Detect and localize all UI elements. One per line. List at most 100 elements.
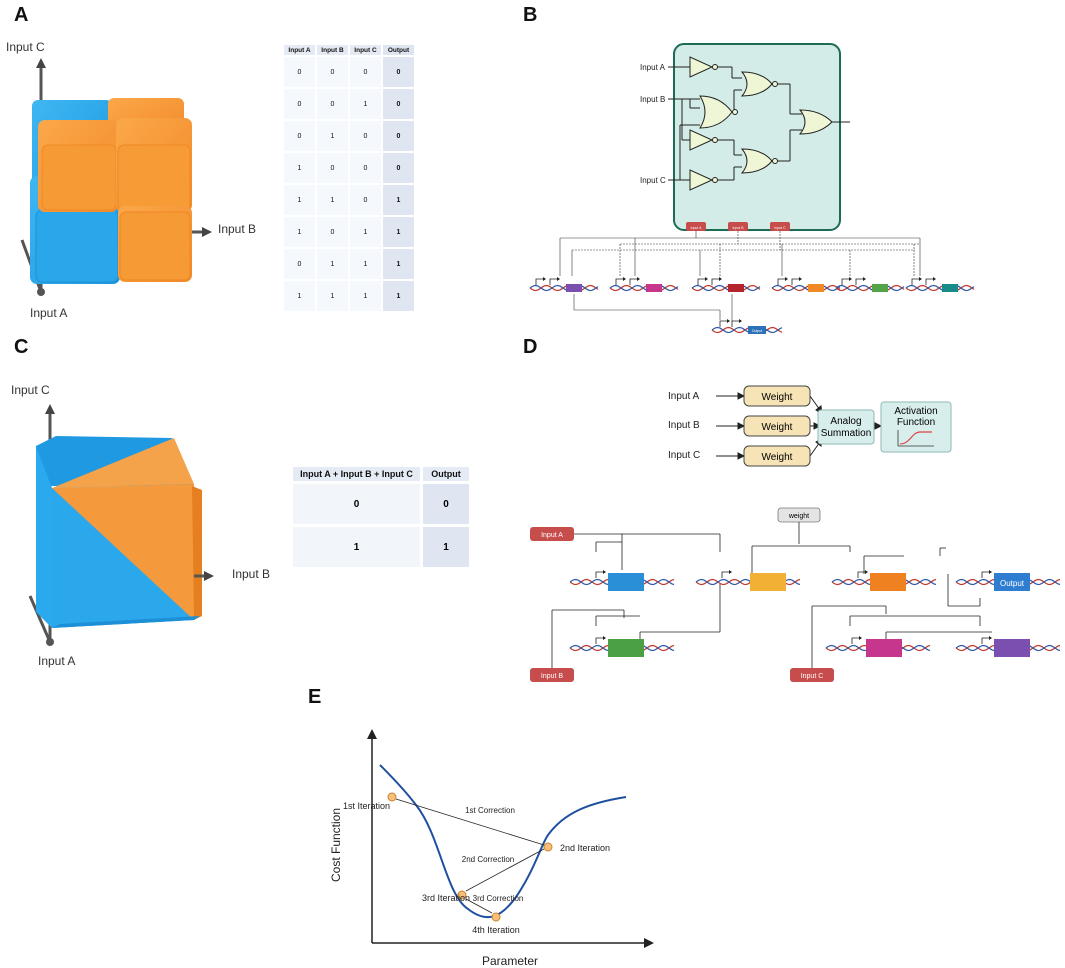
gene-block bbox=[608, 639, 644, 657]
table-cell: 1 bbox=[350, 89, 381, 119]
promoter-arrow bbox=[981, 571, 990, 578]
promoter-arrow bbox=[721, 571, 730, 578]
output-gene-label: Output bbox=[1000, 579, 1025, 588]
table-cell: 1 bbox=[383, 249, 414, 279]
promoter-arrow bbox=[925, 278, 934, 285]
axis-label-input-b-2: Input B bbox=[232, 567, 271, 581]
sigmoid-icon bbox=[899, 431, 932, 445]
table-cell: 0 bbox=[350, 57, 381, 87]
gene-block bbox=[728, 284, 744, 292]
correction-label: 1st Correction bbox=[465, 806, 515, 815]
panel-label-a: A bbox=[14, 4, 29, 26]
table-cell: 0 bbox=[293, 484, 420, 524]
table-cell: 1 bbox=[284, 153, 315, 183]
table-cell: 1 bbox=[383, 185, 414, 215]
table-cell: 0 bbox=[284, 57, 315, 87]
table-cell: 0 bbox=[383, 57, 414, 87]
weight-box-1: Weight bbox=[762, 392, 793, 403]
gen-input-a-tag bbox=[530, 527, 574, 541]
promoter-arrow bbox=[855, 278, 864, 285]
axis-label-input-a-2: Input A bbox=[38, 654, 76, 668]
xlabel: Parameter bbox=[482, 954, 538, 968]
promoter-arrow bbox=[697, 278, 706, 285]
dna-strand bbox=[835, 284, 905, 292]
sum-header: Input A + Input B + Input C bbox=[293, 467, 420, 481]
table-cell: 1 bbox=[284, 217, 315, 247]
svg-text:Activation: Activation bbox=[894, 406, 937, 417]
promoter-arrow bbox=[629, 278, 638, 285]
table-cell: 1 bbox=[293, 527, 420, 567]
table-cell: 1 bbox=[383, 217, 414, 247]
svg-text:Input B: Input B bbox=[541, 673, 564, 680]
axis-label-input-a: Input A bbox=[30, 306, 68, 320]
summation-box bbox=[817, 409, 875, 445]
iteration-label: 3rd Iteration bbox=[422, 893, 470, 903]
network-d: Input A Input B Input C Weight Weight We… bbox=[530, 385, 1061, 682]
iteration-point bbox=[491, 912, 501, 922]
weight-box-3: Weight bbox=[762, 452, 793, 463]
tag-input-b bbox=[728, 222, 748, 231]
table-cell: 0 bbox=[284, 249, 315, 279]
cube-a bbox=[20, 58, 212, 296]
gene-block bbox=[646, 284, 662, 292]
gene-block bbox=[866, 639, 902, 657]
or-gate-out bbox=[798, 109, 833, 135]
table-cell: 0 bbox=[383, 153, 414, 183]
weight-box-2: Weight bbox=[762, 422, 793, 433]
table-cell: 0 bbox=[350, 185, 381, 215]
svg-text:Output: Output bbox=[752, 329, 763, 333]
promoter-arrow bbox=[911, 278, 920, 285]
svg-text:Summation: Summation bbox=[821, 428, 872, 439]
table-cell: 1 bbox=[317, 121, 348, 151]
gene-block bbox=[870, 573, 906, 591]
svg-text:Input C: Input C bbox=[801, 673, 824, 680]
not-gate-c bbox=[689, 169, 714, 191]
gene-block bbox=[808, 284, 824, 292]
table-cell: 0 bbox=[317, 217, 348, 247]
axis-label-input-b: Input B bbox=[218, 222, 257, 236]
table-cell: 1 bbox=[383, 281, 414, 311]
iteration-point bbox=[457, 890, 467, 900]
table-cell: 1 bbox=[317, 281, 348, 311]
dna-strand bbox=[905, 284, 975, 292]
tt-header: Input C bbox=[350, 45, 381, 55]
promoter-arrow bbox=[731, 320, 740, 327]
svg-text:Input A: Input A bbox=[541, 532, 563, 539]
table-cell: 1 bbox=[284, 185, 315, 215]
tag-input-c bbox=[770, 222, 790, 231]
promoter-arrow bbox=[841, 278, 850, 285]
nor-gate-1 bbox=[699, 95, 733, 129]
gene-block bbox=[608, 573, 644, 591]
promoter-arrow bbox=[595, 637, 604, 644]
table-cell: 1 bbox=[284, 281, 315, 311]
panel-label-c: C bbox=[14, 336, 29, 358]
table-cell: 0 bbox=[383, 89, 414, 119]
dna-strand bbox=[529, 284, 599, 292]
gen-input-b-tag bbox=[530, 668, 574, 682]
not-gate-a bbox=[689, 56, 714, 78]
axis-label-input-c: Input C bbox=[6, 40, 45, 54]
svg-text:weight: weight bbox=[788, 513, 809, 520]
correction-label: 2nd Correction bbox=[462, 855, 514, 864]
promoter-arrow bbox=[791, 278, 800, 285]
table-cell: 1 bbox=[350, 281, 381, 311]
table-cell: 0 bbox=[350, 121, 381, 151]
promoter-arrow bbox=[851, 637, 860, 644]
table-cell: 1 bbox=[317, 185, 348, 215]
dna-strand bbox=[771, 284, 841, 292]
correction-arrow bbox=[465, 898, 493, 914]
cube-c bbox=[28, 404, 214, 646]
gene-block bbox=[566, 284, 582, 292]
logic-circuit-b: Input A Input B Input C Input A Input B … bbox=[529, 43, 975, 334]
dna-strand bbox=[609, 284, 679, 292]
dna-strand bbox=[691, 284, 761, 292]
gene-block bbox=[994, 573, 1030, 591]
svg-text:Input A: Input A bbox=[691, 226, 703, 230]
